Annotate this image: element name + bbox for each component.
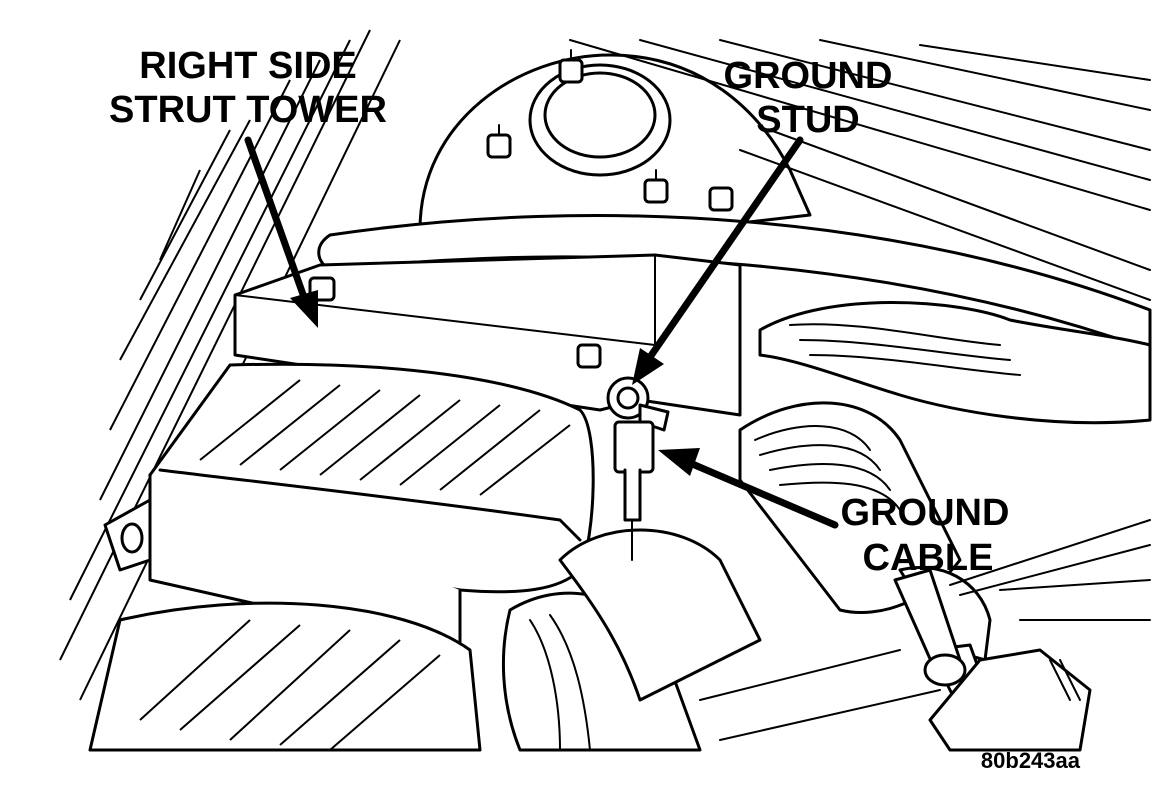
callout-ground-stud: GROUND STUD <box>724 55 893 141</box>
strut-nut-4 <box>708 186 734 212</box>
box-nut-right <box>576 343 602 369</box>
bellows-hose <box>738 401 962 615</box>
strut-nut-3 <box>643 169 669 204</box>
air-box-clip <box>103 498 152 572</box>
ground-stud-line-1: GROUND <box>724 55 893 97</box>
callout-strut-tower: RIGHT SIDE STRUT TOWER <box>109 45 387 131</box>
strut-tower <box>418 49 812 262</box>
strut-nut-2 <box>558 49 584 84</box>
right-body-lines <box>569 39 1151 301</box>
arrow-strut-tower <box>244 136 318 328</box>
left-fender-hatching <box>59 29 401 701</box>
arrow-ground-stud <box>632 136 804 385</box>
ground-cable-line-2: CABLE <box>863 537 994 579</box>
ground-cable-line-1: GROUND <box>841 492 1010 534</box>
ground-cable <box>613 420 655 561</box>
intake-housing <box>758 301 1152 425</box>
callout-ground-cable: GROUND CABLE <box>841 492 1010 579</box>
figure-id: 80b243aa <box>981 748 1081 773</box>
intake-duct <box>88 528 762 752</box>
ground-stud-line-2: STUD <box>756 99 859 141</box>
strut-nut-1 <box>486 124 512 159</box>
arrow-ground-cable <box>658 448 839 529</box>
air-box <box>103 362 595 652</box>
strut-tower-line-2: STRUT TOWER <box>109 89 387 131</box>
strut-tower-line-1: RIGHT SIDE <box>139 45 356 87</box>
battery-cable <box>893 568 967 687</box>
